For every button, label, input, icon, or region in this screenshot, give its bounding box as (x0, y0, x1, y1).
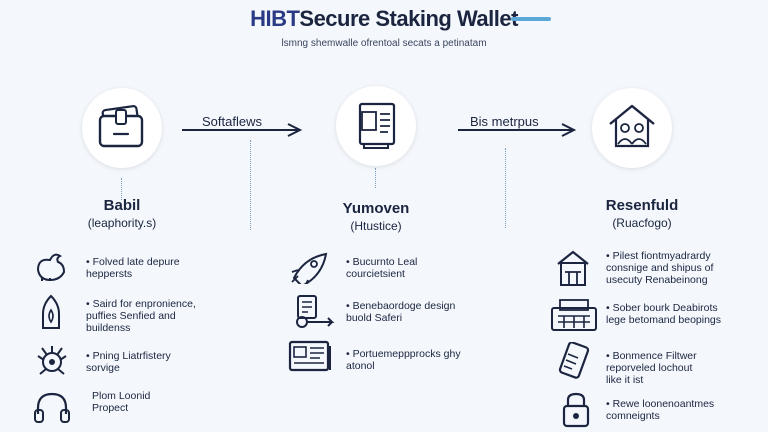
title-brand: HIBT (250, 6, 300, 31)
list-item: Plom Loonid Propect (92, 390, 151, 414)
list-item: Bonmence Filtwer reporveled lochout like… (606, 350, 697, 386)
list-item: Rewe loonenoantmes comneignts (606, 398, 714, 422)
arrow-2-label: Bis metrpus (470, 114, 539, 129)
column-2-title: Yumoven (342, 200, 410, 217)
page-title: HIBTSecure Staking Wallet (0, 6, 768, 32)
column-1-subtitle: (leaphority.s) (87, 216, 157, 230)
column-3-subtitle: (Ruacfogo) (612, 216, 672, 230)
arrow-right-icon (182, 123, 303, 137)
phone-icon (556, 342, 592, 380)
title-text: Secure Staking Wallet (299, 6, 518, 31)
column-1-title: Babil (103, 197, 141, 214)
arrow-1-label: Softaflews (202, 114, 262, 129)
ornament-icon (34, 344, 70, 378)
list-item: Pning Liatrfistery sorvige (86, 350, 171, 374)
document-icon (358, 102, 396, 149)
bullet-icon (40, 294, 62, 332)
home-people-icon (609, 104, 655, 148)
arrow-right-icon (458, 123, 577, 137)
list-item: Pilest fiontmyadrardy consnige and shipu… (606, 250, 713, 286)
list-item: Bucurnto Leal courcietsient (346, 256, 417, 280)
home-circle (592, 88, 672, 168)
list-item: Benebaordoge design buold Saferi (346, 300, 455, 324)
wallet-icon (98, 105, 144, 148)
list-item: Saird for enpronience, puffies Senfied a… (86, 298, 196, 334)
lock-icon (560, 392, 592, 428)
monitor-icon (288, 338, 334, 376)
rooster-icon (32, 250, 70, 282)
printer-icon (550, 298, 598, 334)
title-accent-bar (511, 17, 551, 21)
connector-line (375, 168, 376, 188)
house-icon (556, 250, 590, 288)
document-circle (336, 86, 416, 166)
list-item: Folved late depure heppersts (86, 256, 180, 280)
rocket-icon (290, 250, 330, 284)
connector-line (121, 178, 122, 200)
list-item: Sober bourk Deabirots lege betomand beop… (606, 302, 721, 326)
wallet-circle (82, 88, 162, 168)
connector-line (505, 148, 506, 228)
list-item: Portuemeppprocks ghy atonol (346, 348, 461, 372)
column-2-subtitle: (Htustice) (350, 219, 402, 233)
connector-line (250, 140, 251, 230)
tools-icon (292, 294, 336, 330)
headset-icon (32, 390, 72, 424)
column-3-title: Resenfuld (605, 197, 679, 214)
page-subtitle: lsmng shemwalle ofrentoal secats a petin… (281, 38, 487, 49)
